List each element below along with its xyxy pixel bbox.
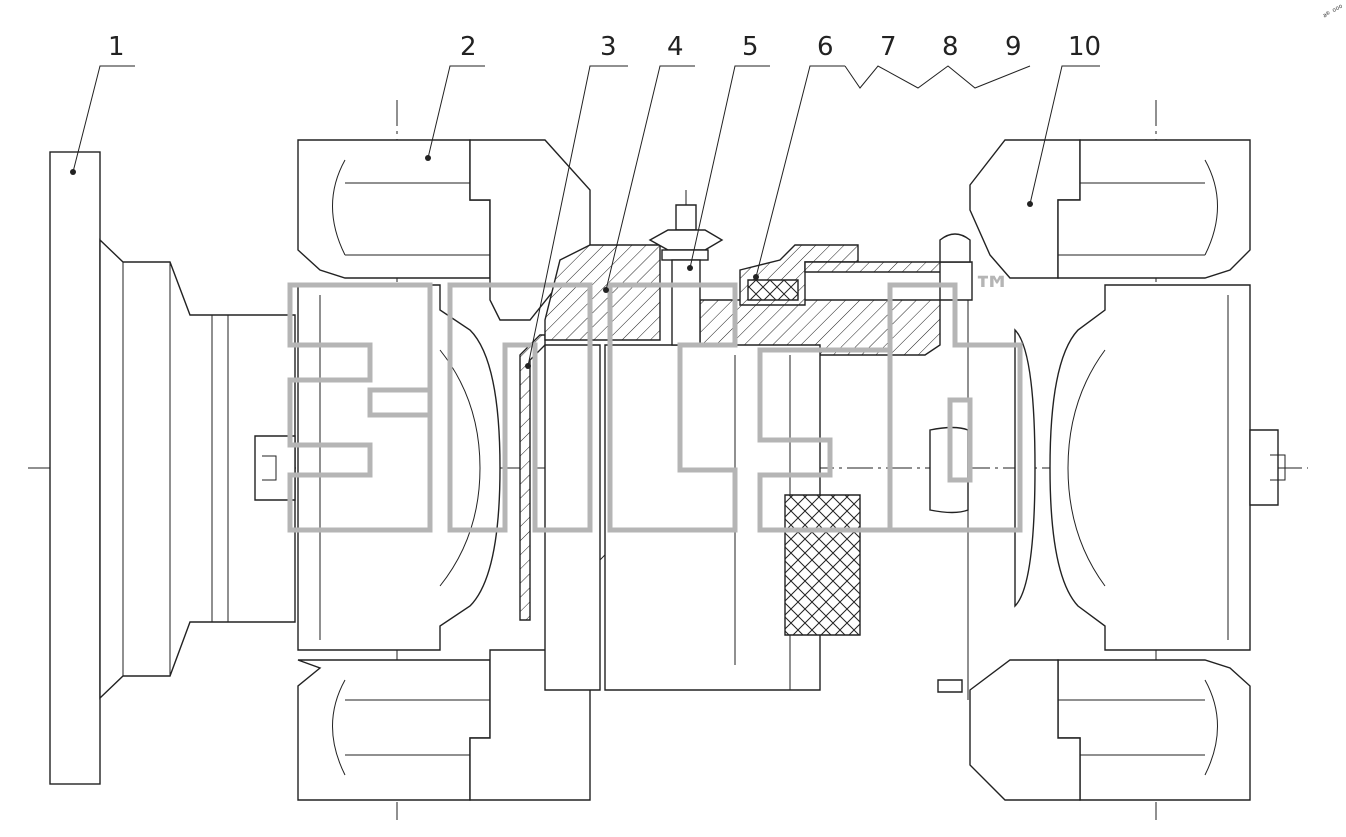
callout-numbers: 1 2 3 4 5 6 7 8 9 10: [108, 32, 1101, 62]
trademark-symbol: ™: [972, 269, 1012, 315]
callout-4: 4: [667, 32, 684, 62]
part-flange: [49, 151, 296, 785]
leader-lines: [72, 65, 1100, 367]
callout-3: 3: [600, 32, 617, 62]
callout-2: 2: [460, 32, 477, 62]
callout-9: 9: [1005, 32, 1022, 62]
leader-dots: [70, 155, 1033, 369]
part-seals: [739, 233, 973, 306]
part-hub: [544, 244, 941, 691]
callout-6: 6: [817, 32, 834, 62]
callout-1: 1: [108, 32, 125, 62]
callout-8: 8: [942, 32, 959, 62]
callout-10: 10: [1068, 32, 1101, 62]
watermark-logo: ™: [287, 269, 1023, 533]
corner-stamp: a® ooo: [1322, 2, 1345, 19]
part-right-coupling: [969, 139, 1286, 801]
callout-7: 7: [880, 32, 897, 62]
part-grease-nipple: [648, 204, 724, 346]
callout-5: 5: [742, 32, 759, 62]
